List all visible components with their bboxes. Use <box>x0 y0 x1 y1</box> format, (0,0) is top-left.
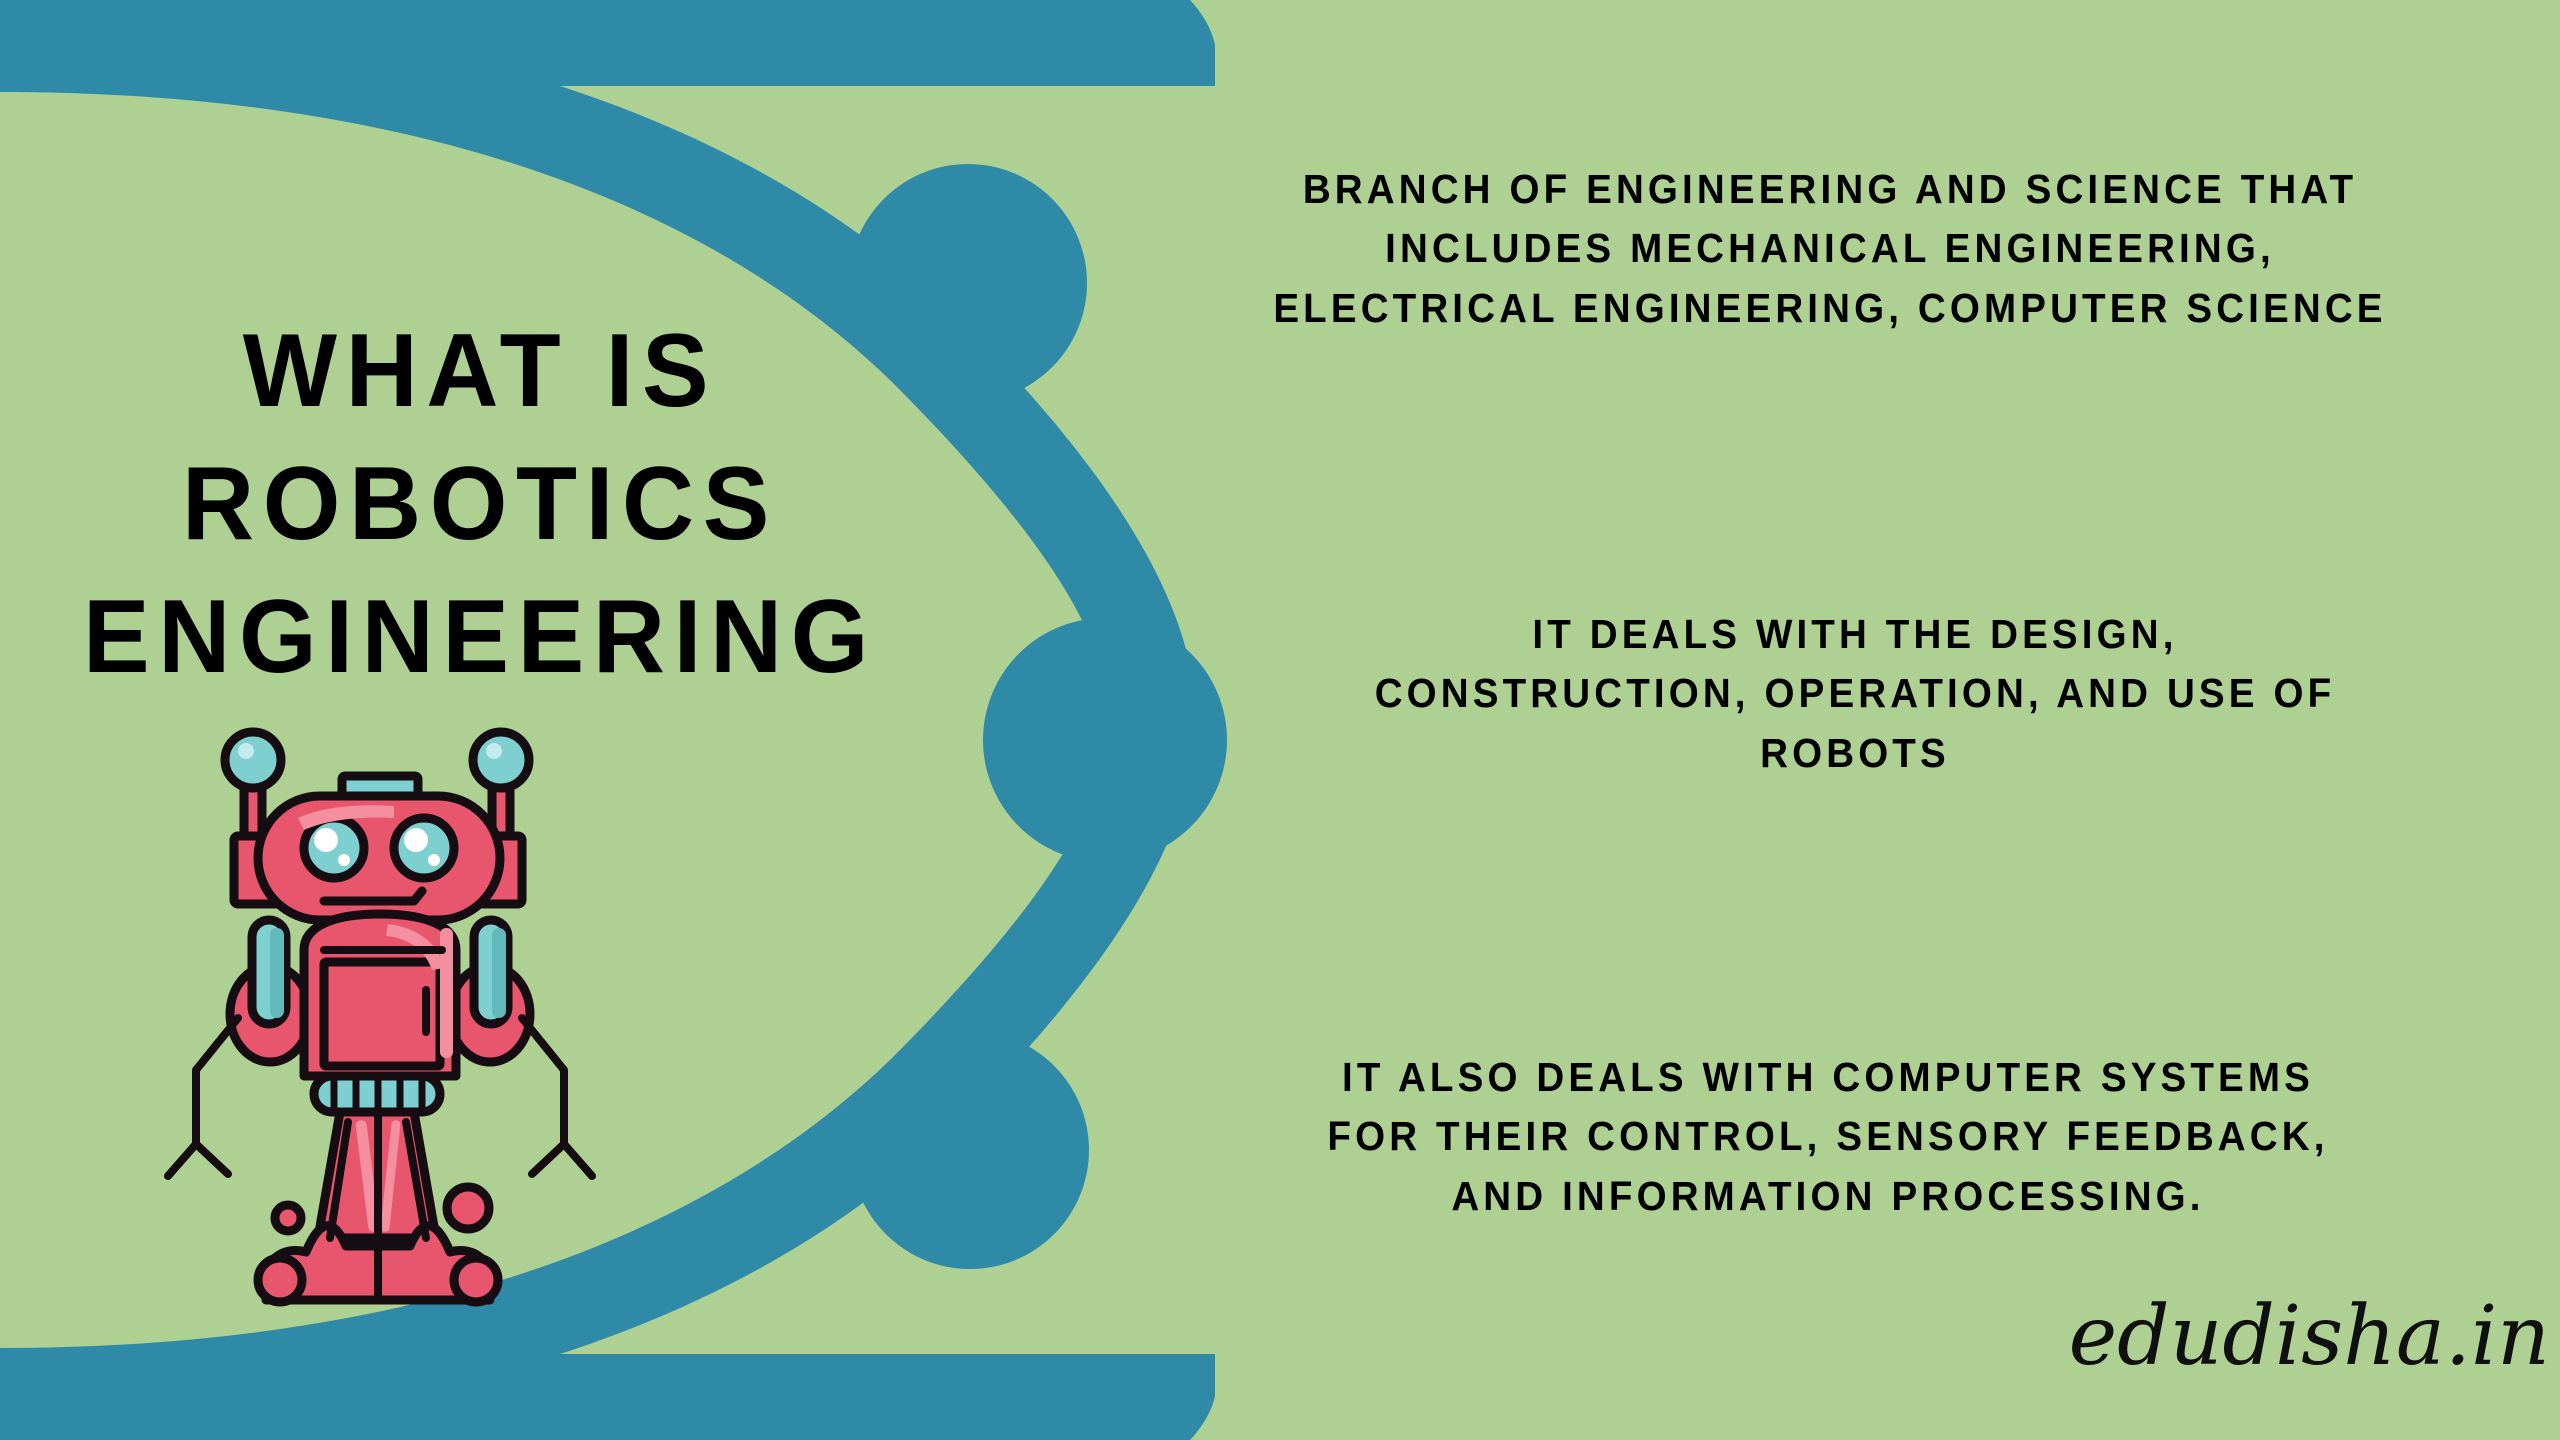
page-title: WHAT IS ROBOTICS ENGINEERING <box>82 313 878 696</box>
robot-eye-glints <box>238 743 502 866</box>
robot-antenna-bulb-left <box>220 727 286 793</box>
arc-node-3 <box>851 1031 1089 1269</box>
paragraph-systems: IT ALSO DEALS WITH COMPUTER SYSTEMS FOR … <box>1327 1054 2329 1219</box>
robot-teal-shading <box>270 928 506 1018</box>
robot-illustration <box>164 727 596 1307</box>
robot-waist-ribs <box>330 1076 426 1112</box>
robot-base-knob-left <box>253 1253 307 1307</box>
robot-highlights <box>298 805 453 1232</box>
robot-dot-left <box>270 1200 306 1236</box>
robot-mouth <box>319 886 427 906</box>
paragraph-scope: IT DEALS WITH THE DESIGN, CONSTRUCTION, … <box>1374 611 2336 776</box>
robot-base-knob-right <box>449 1253 503 1307</box>
site-watermark: edudisha.in <box>2068 1289 2550 1384</box>
arc-node-2 <box>983 618 1227 862</box>
arc-node-1 <box>849 164 1087 402</box>
paragraph-definition: BRANCH OF ENGINEERING AND SCIENCE THAT I… <box>1273 166 2387 331</box>
robot-arm-wire-right <box>518 1014 596 1180</box>
robot-dot-right <box>442 1182 494 1234</box>
robot-arm-wire-left <box>164 1014 242 1180</box>
robot-detail-lines <box>320 946 446 1304</box>
robot-antenna-bulb-right <box>468 727 534 793</box>
bottom-band <box>0 1354 1215 1440</box>
